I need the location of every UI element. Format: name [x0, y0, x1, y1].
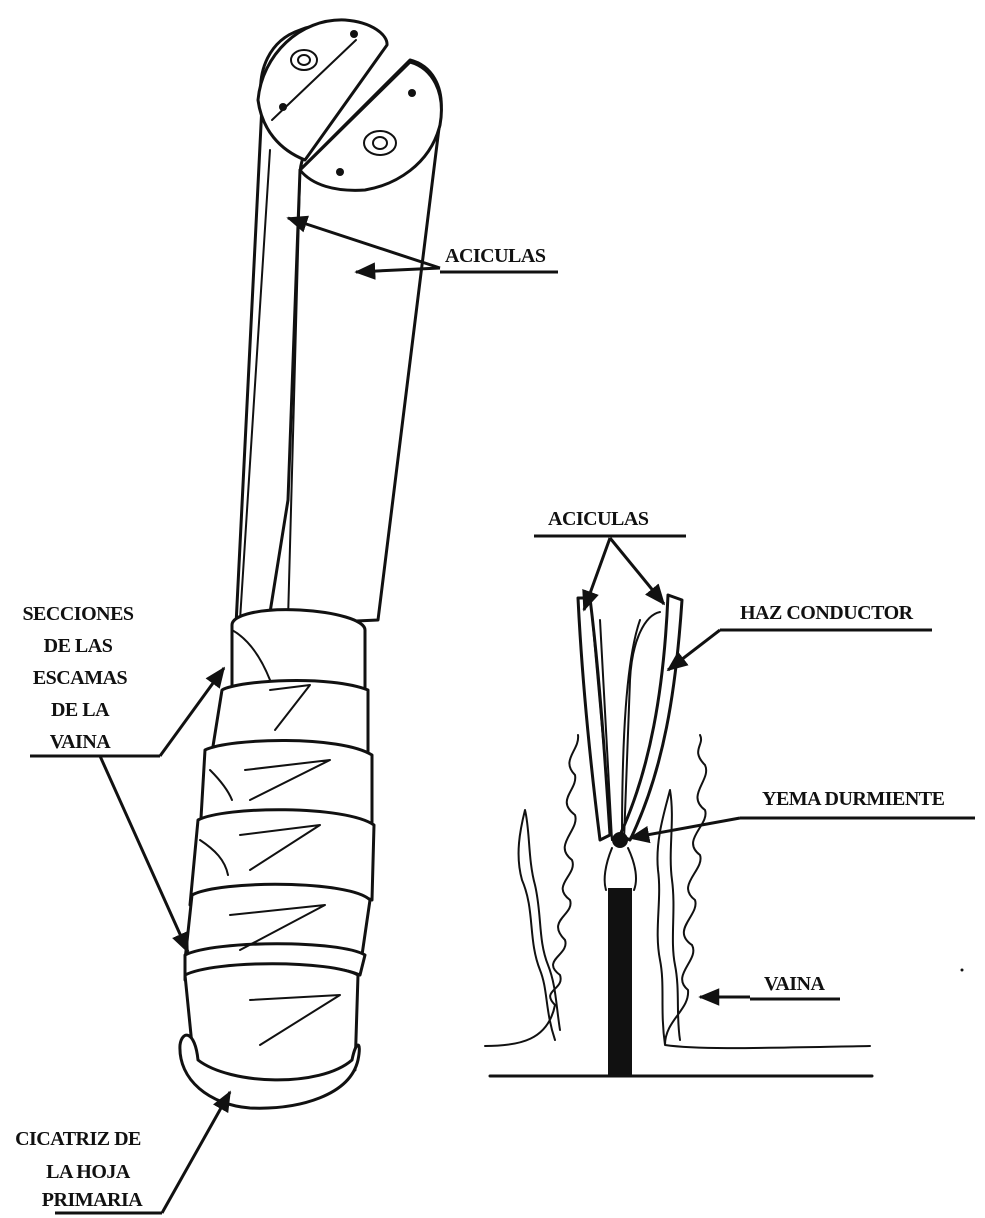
label-aciculas-right-group: ACICULAS [534, 508, 686, 610]
label-secciones-line-3: ESCAMAS [33, 667, 128, 689]
label-yema-durmiente-group: YEMA DURMIENTE [630, 788, 975, 838]
label-cicatriz-line-2: LA HOJA [46, 1161, 131, 1183]
resin-duct-left-b [350, 30, 358, 38]
label-haz-conductor-group: HAZ CONDUCTOR [668, 602, 932, 670]
label-vaina-group: VAINA [700, 973, 840, 999]
sheath-right-folds [657, 735, 870, 1048]
label-secciones-line-4: DE LA [51, 699, 110, 721]
fascicle-3d-drawing [180, 20, 441, 1108]
label-cicatriz-line-1: CICATRIZ DE [15, 1128, 141, 1150]
label-cicatriz-line-3: PRIMARIA [42, 1189, 143, 1211]
resin-duct-right-b [408, 89, 416, 97]
label-secciones-line-1: SECCIONES [22, 603, 133, 625]
leader-aciculas-right-a [584, 538, 610, 610]
stem [608, 888, 632, 1076]
label-secciones-line-5: VAINA [50, 731, 112, 753]
label-secciones-line-2: DE LAS [44, 635, 113, 657]
bud-stalk [605, 848, 636, 890]
sheath-left-folds [485, 735, 578, 1046]
label-cicatriz-group: CICATRIZ DE LA HOJA PRIMARIA [15, 1092, 230, 1213]
leader-aciculas-right-b [610, 538, 664, 604]
leader-secciones-b [100, 756, 188, 952]
leader-yema-durmiente [630, 818, 740, 838]
leader-cicatriz [162, 1092, 230, 1213]
resin-duct-right-a [336, 168, 344, 176]
label-yema-durmiente: YEMA DURMIENTE [762, 788, 945, 810]
label-vaina: VAINA [764, 973, 826, 995]
dormant-bud [612, 832, 628, 848]
fascicle-section-drawing [485, 595, 872, 1076]
label-haz-conductor: HAZ CONDUCTOR [740, 602, 914, 624]
label-aciculas-top: ACICULAS [445, 245, 546, 267]
stray-mark [961, 969, 964, 972]
label-aciculas-right: ACICULAS [548, 508, 649, 530]
